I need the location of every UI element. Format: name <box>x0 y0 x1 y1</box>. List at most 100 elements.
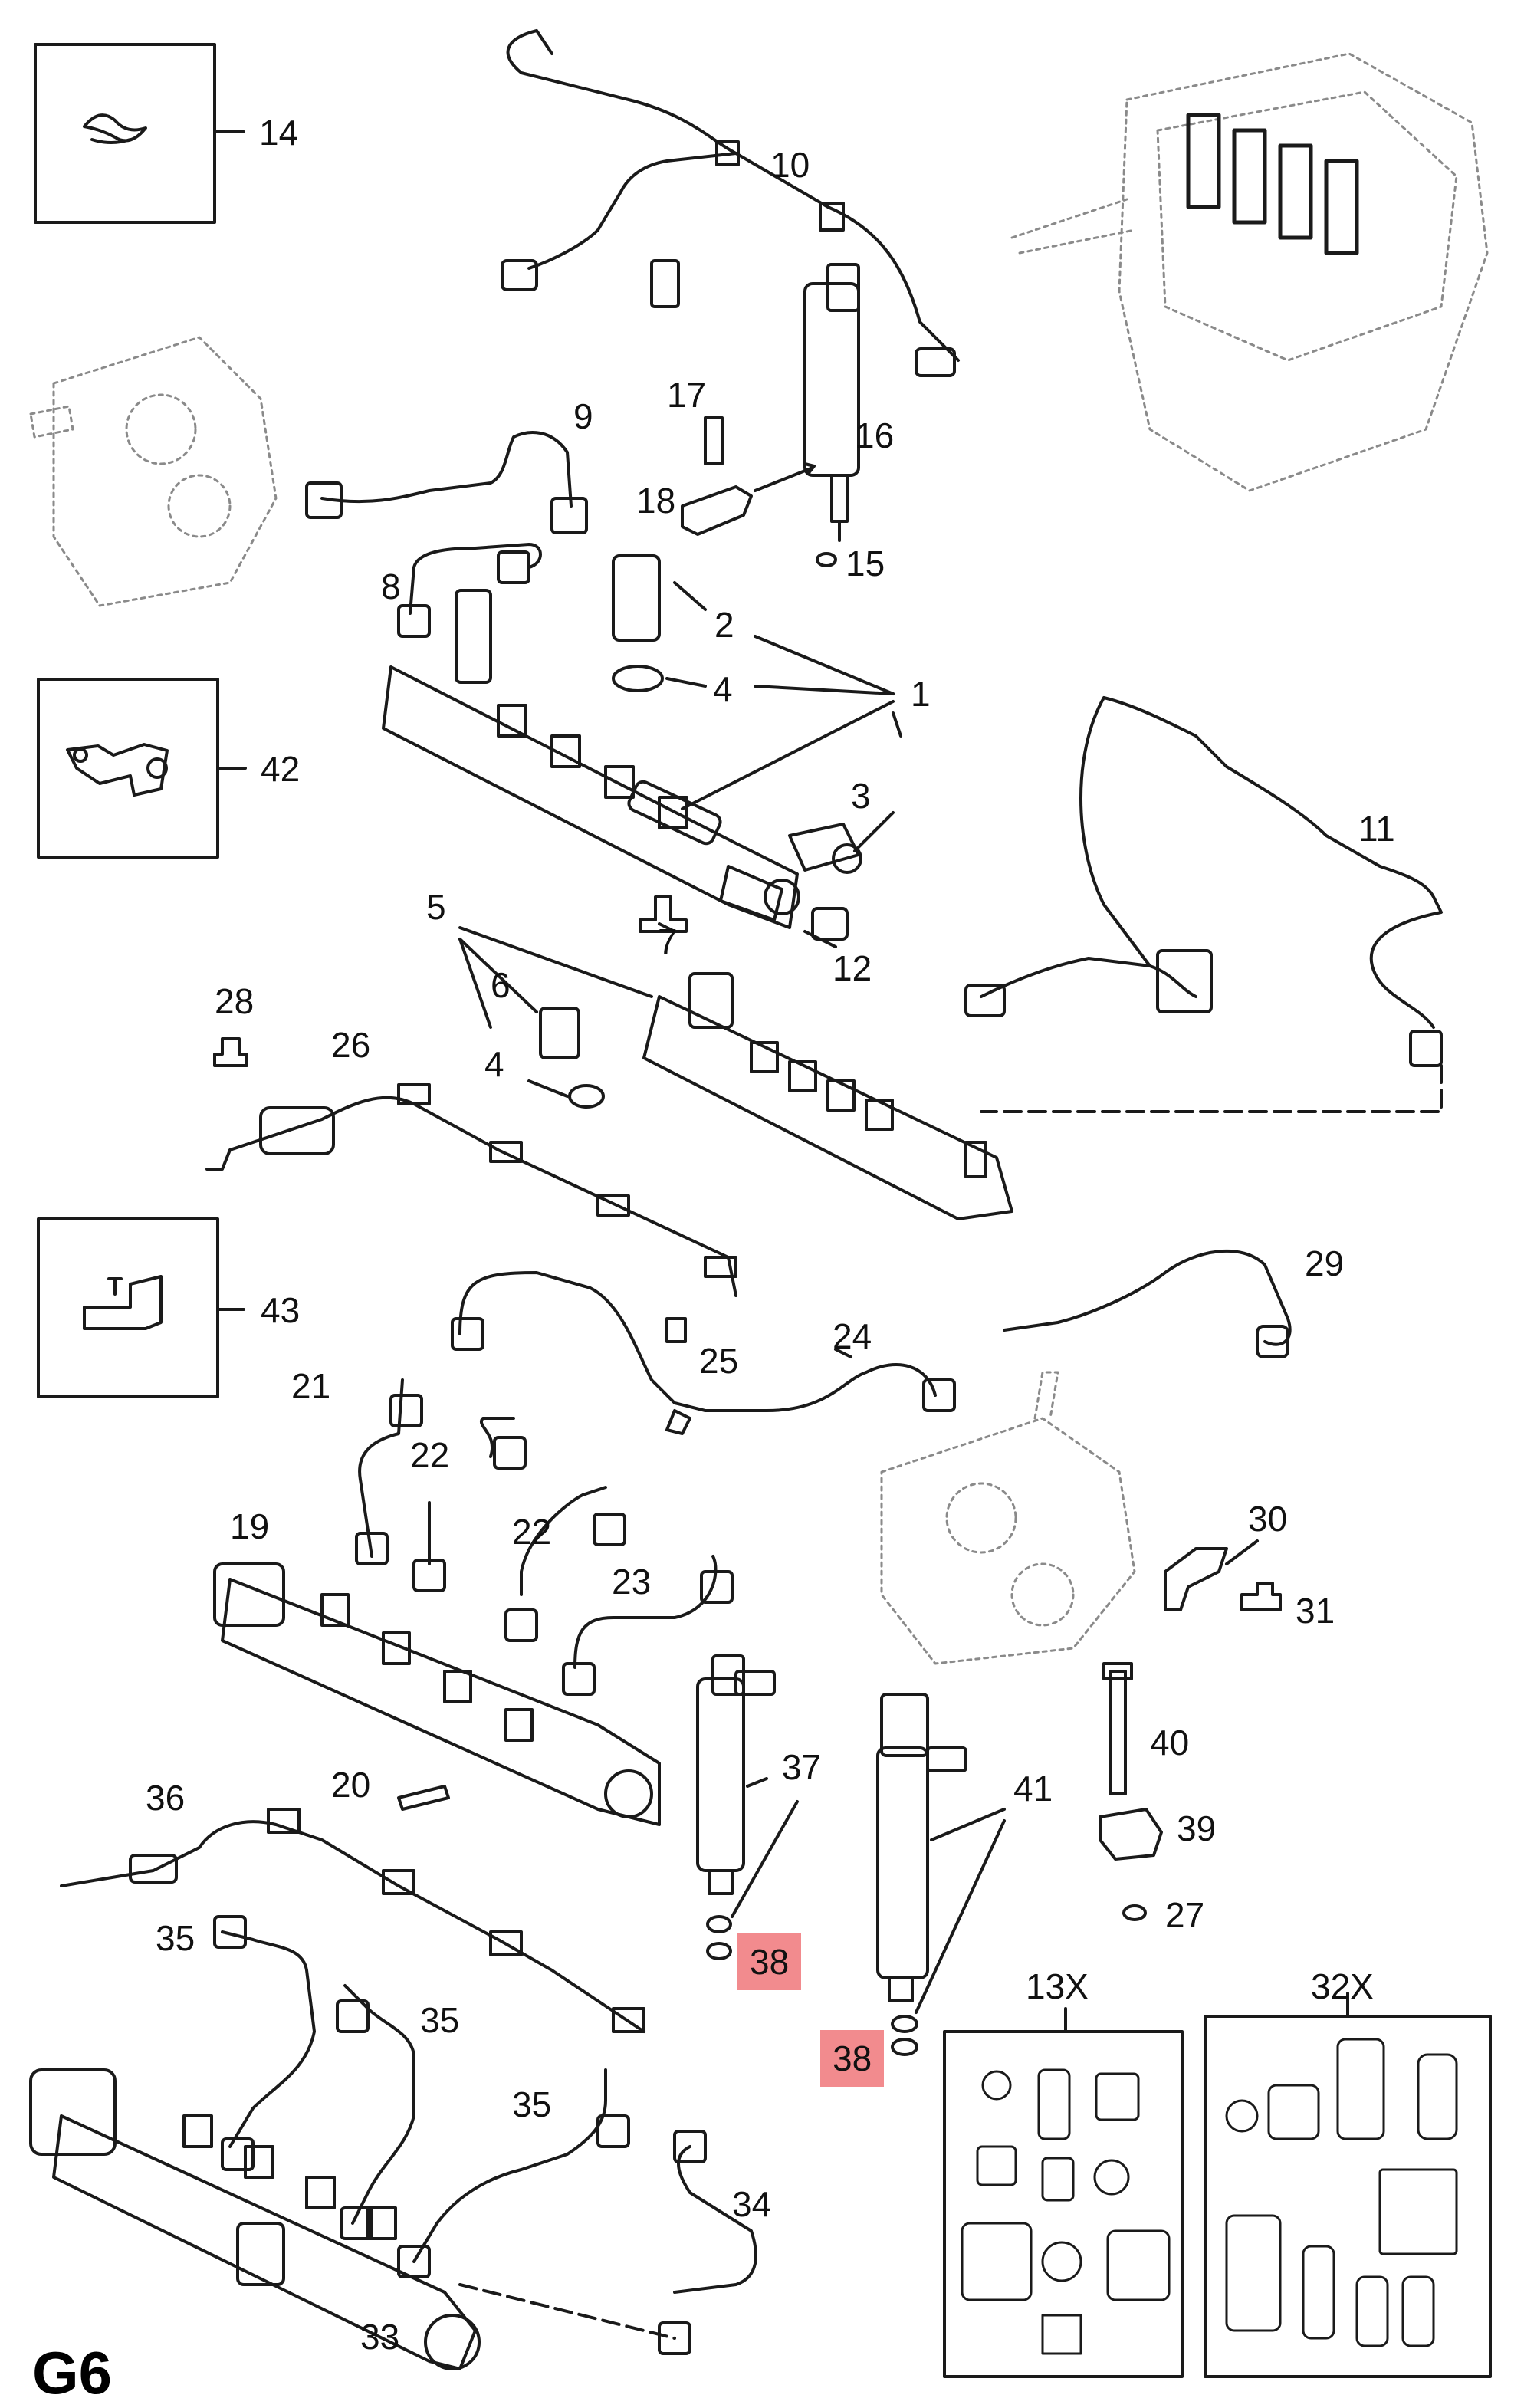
engine-ghost <box>1010 52 1489 492</box>
pump-ghost-lower <box>880 1371 1136 1665</box>
callout-15: 15 <box>846 544 885 583</box>
callout-38b-highlighted: 38 <box>820 2030 885 2087</box>
washer-38a-1 <box>706 1915 732 1933</box>
washer-4a <box>612 665 664 692</box>
callout-33: 33 <box>360 2317 400 2357</box>
line-22b <box>520 1486 607 1596</box>
kit-parts-13x <box>961 2068 1171 2355</box>
callout-42: 42 <box>261 749 301 789</box>
washer-4b <box>568 1084 605 1109</box>
valve-3 <box>788 823 860 872</box>
inset-box-14 <box>34 43 216 224</box>
line-22a <box>428 1417 515 1565</box>
callout-12: 12 <box>833 948 872 988</box>
callout-10: 10 <box>770 145 810 185</box>
sensor-6 <box>539 1007 580 1059</box>
bracket-30 <box>1164 1547 1228 1611</box>
bolt-25 <box>665 1317 687 1343</box>
rail-5 <box>642 995 1013 1220</box>
callout-11: 11 <box>1358 809 1395 849</box>
callout-4b: 4 <box>484 1044 504 1084</box>
callout-21: 21 <box>291 1366 331 1406</box>
callout-36: 36 <box>146 1778 186 1818</box>
washer-38b-2 <box>891 2038 918 2056</box>
bolt-31 <box>1240 1582 1282 1611</box>
washer-38a-2 <box>706 1942 732 1960</box>
callout-38a-highlighted: 38 <box>737 1933 802 1990</box>
callout-9: 9 <box>573 396 593 436</box>
clamp-39 <box>1099 1808 1163 1861</box>
callout-16: 16 <box>855 416 895 455</box>
bolt-17 <box>704 416 724 465</box>
injector-37 <box>696 1677 745 1872</box>
line-29 <box>1003 1249 1292 1346</box>
filter-26 <box>259 1106 335 1155</box>
rail-19 <box>221 1578 661 1826</box>
callout-19: 19 <box>230 1506 270 1546</box>
callout-41: 41 <box>1013 1769 1053 1808</box>
callout-2: 2 <box>714 605 734 645</box>
callout-29: 29 <box>1305 1243 1345 1283</box>
callout-28: 28 <box>215 981 255 1021</box>
line-34 <box>673 2145 757 2294</box>
callout-30: 30 <box>1248 1499 1288 1539</box>
clip-part-14 <box>83 113 147 144</box>
callout-22b: 22 <box>512 1512 552 1552</box>
callout-8: 8 <box>381 567 401 606</box>
bolt-20 <box>397 1785 450 1811</box>
callout-6: 6 <box>491 965 511 1005</box>
callout-1: 1 <box>911 674 931 714</box>
callout-5: 5 <box>426 887 446 927</box>
callout-4a: 4 <box>713 669 733 709</box>
callout-26: 26 <box>331 1025 371 1065</box>
callout-27: 27 <box>1165 1895 1205 1935</box>
ring-27 <box>1122 1904 1147 1921</box>
callout-35b: 35 <box>420 2000 460 2040</box>
pipe-8 <box>409 543 542 615</box>
callout-14: 14 <box>259 113 299 153</box>
callout-3: 3 <box>851 776 871 816</box>
callout-24: 24 <box>833 1316 872 1356</box>
line-24 <box>458 1271 937 1412</box>
injector-16 <box>803 282 860 477</box>
callout-31: 31 <box>1296 1591 1335 1631</box>
injector-41 <box>876 1746 929 1979</box>
callout-7: 7 <box>658 921 678 961</box>
bracket-part-43 <box>83 1275 163 1330</box>
plug-12 <box>811 907 849 941</box>
bolt-7 <box>639 895 688 933</box>
bolt-28 <box>213 1037 248 1067</box>
return-line-11 <box>1079 696 1443 1029</box>
callout-43: 43 <box>261 1290 301 1330</box>
page-identifier: G6 <box>32 2339 113 2406</box>
harness-36 <box>60 1820 645 2033</box>
rail-33 <box>52 2114 477 2370</box>
washer-38b-1 <box>891 2015 918 2033</box>
callout-37: 37 <box>782 1747 822 1787</box>
kit-box-13x <box>943 2030 1184 2378</box>
callout-32x: 32X <box>1311 1966 1374 2006</box>
rail-label-plate <box>627 780 722 846</box>
callout-22a: 22 <box>410 1435 450 1475</box>
callout-35c: 35 <box>512 2084 552 2124</box>
line-35c <box>412 2068 607 2263</box>
callout-40: 40 <box>1150 1723 1190 1762</box>
bolt-40 <box>1109 1670 1127 1795</box>
harness-26 <box>228 1096 737 1297</box>
kit-parts-32x <box>1225 2038 1458 2347</box>
inset-box-42 <box>37 678 219 859</box>
sensor-2 <box>612 554 661 642</box>
callout-39: 39 <box>1177 1808 1217 1848</box>
pressure-line-9 <box>320 431 573 508</box>
callout-34: 34 <box>732 2184 772 2224</box>
line-23 <box>573 1555 718 1669</box>
clamp-18 <box>681 485 753 536</box>
rail-1 <box>382 665 799 929</box>
line-35b <box>343 1984 415 2225</box>
line-21 <box>358 1378 404 1558</box>
pump-ghost-upper <box>29 336 278 607</box>
callout-17: 17 <box>667 375 707 415</box>
callout-35a: 35 <box>156 1918 195 1958</box>
callout-13x: 13X <box>1026 1966 1089 2006</box>
